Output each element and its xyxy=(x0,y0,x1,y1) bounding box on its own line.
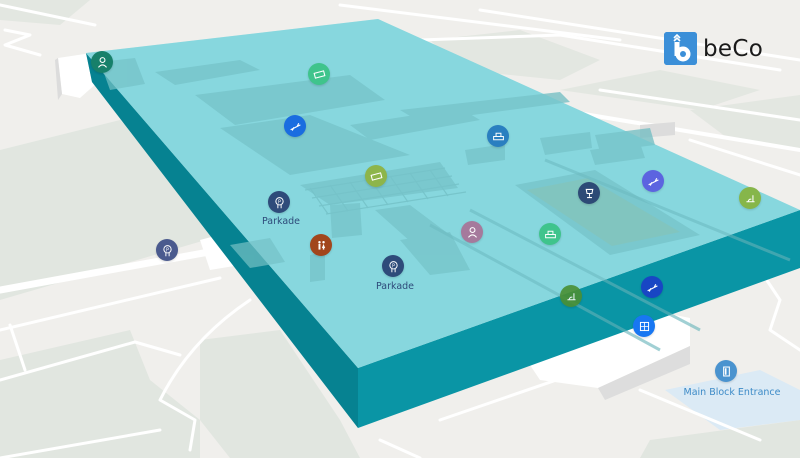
staff-icon xyxy=(467,226,477,238)
poi-label-parkade-1: Parkade xyxy=(261,216,301,227)
parking-icon: P xyxy=(388,260,398,272)
restroom-icon xyxy=(317,240,325,250)
fitness-icon xyxy=(289,122,301,131)
svg-text:P: P xyxy=(166,247,169,253)
poi-conveyor-2[interactable] xyxy=(539,223,561,245)
poi-restroom-1[interactable] xyxy=(310,234,332,256)
poi-room-1[interactable] xyxy=(633,315,655,337)
reception-icon xyxy=(566,292,576,300)
conveyor-icon xyxy=(492,132,504,140)
poi-parking-2[interactable]: P xyxy=(382,255,404,277)
trophy-icon xyxy=(585,188,593,198)
poi-parking-outside[interactable]: P xyxy=(156,239,178,261)
parking-icon: P xyxy=(274,196,284,208)
ticket-icon xyxy=(313,69,325,79)
poi-conveyor-1[interactable] xyxy=(487,125,509,147)
ticket-icon xyxy=(370,171,382,181)
svg-text:P: P xyxy=(278,199,281,205)
staff-icon xyxy=(97,56,107,68)
poi-ticket-1[interactable] xyxy=(308,63,330,85)
poi-staff-1[interactable] xyxy=(91,51,113,73)
room-icon xyxy=(639,321,649,331)
poi-reception-2[interactable] xyxy=(560,285,582,307)
poi-main-entrance[interactable] xyxy=(715,360,737,382)
fitness-icon xyxy=(646,283,658,292)
door-icon xyxy=(722,366,730,376)
reception-icon xyxy=(745,194,755,202)
poi-label-parkade-2: Parkade xyxy=(375,281,415,292)
brand-name: beCo xyxy=(703,35,764,62)
brand-logo[interactable]: beCo xyxy=(664,32,763,65)
poi-parking-1[interactable]: P xyxy=(268,191,290,213)
poi-fitness-3[interactable] xyxy=(641,276,663,298)
poi-trophy-1[interactable] xyxy=(578,182,600,204)
conveyor-icon xyxy=(544,230,556,238)
poi-fitness-1[interactable] xyxy=(284,115,306,137)
beco-logo-icon xyxy=(664,32,697,65)
poi-label-main-entrance: Main Block Entrance xyxy=(683,387,781,398)
poi-ticket-2[interactable] xyxy=(365,165,387,187)
poi-reception-1[interactable] xyxy=(739,187,761,209)
svg-text:P: P xyxy=(392,263,395,269)
fitness-icon xyxy=(647,177,659,186)
poi-fitness-2[interactable] xyxy=(642,170,664,192)
parking-icon: P xyxy=(162,244,172,256)
poi-staff-2[interactable] xyxy=(461,221,483,243)
